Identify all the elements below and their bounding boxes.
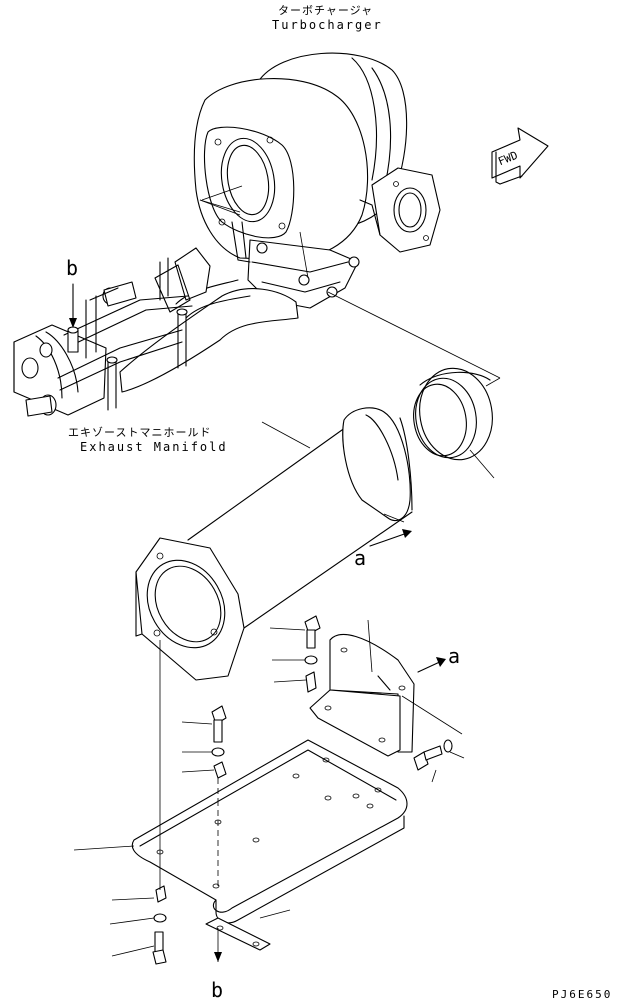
turbocharger-label-en: Turbocharger bbox=[272, 18, 383, 32]
seal-ring bbox=[413, 367, 493, 461]
manifold-label-jp: エキゾーストマニホールド bbox=[68, 426, 212, 439]
exhaust-pipe bbox=[135, 407, 413, 681]
ref-label-a-right: a bbox=[448, 644, 461, 668]
exhaust-manifold bbox=[13, 247, 299, 417]
bracket bbox=[309, 633, 415, 757]
ref-label-b-top: b bbox=[66, 256, 79, 280]
reference-arrows bbox=[69, 283, 446, 962]
manifold-label-en: Exhaust Manifold bbox=[80, 440, 228, 454]
ref-label-b-bottom: b bbox=[211, 978, 224, 1002]
drawing-code: PJ6E650 bbox=[552, 988, 613, 1001]
leader-lines bbox=[73, 185, 501, 962]
turbocharger-label-jp: ターボチャージャ bbox=[278, 4, 374, 17]
ref-label-a-upper: a bbox=[354, 546, 367, 570]
support-plate bbox=[131, 739, 408, 951]
fwd-arrow-icon bbox=[491, 127, 549, 185]
fasteners bbox=[152, 615, 453, 965]
turbocharger bbox=[193, 52, 441, 309]
